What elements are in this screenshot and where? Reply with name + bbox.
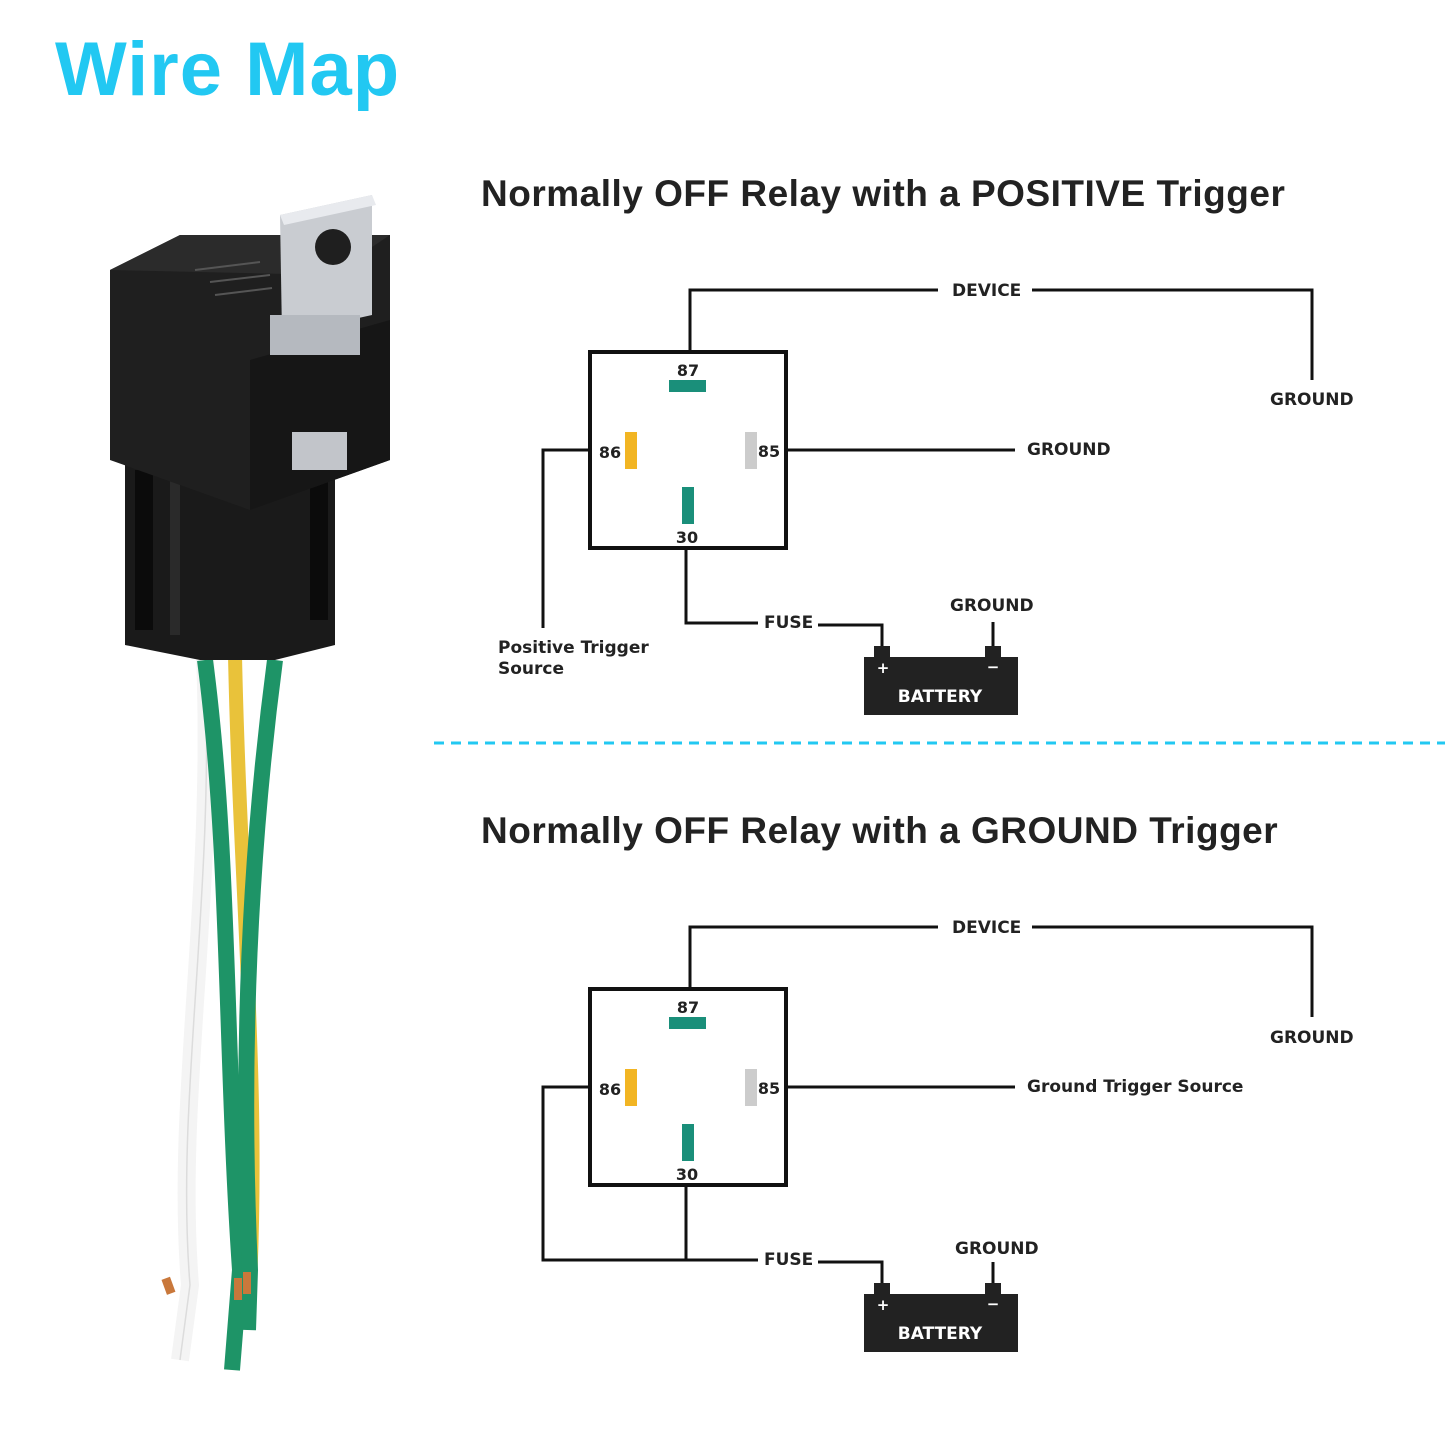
battery-icon xyxy=(864,657,1018,715)
pin-85-icon xyxy=(745,432,757,469)
pin-30-icon xyxy=(682,487,694,524)
battery-label: BATTERY xyxy=(898,1324,983,1344)
pin-87-label: 87 xyxy=(677,998,699,1017)
pin-87-label: 87 xyxy=(677,361,699,380)
pin-87-icon xyxy=(669,1017,706,1029)
battery-label: BATTERY xyxy=(898,687,983,707)
pin-86-icon xyxy=(625,1069,637,1106)
wire-87-to-device xyxy=(688,288,938,352)
pin85-target-label: GROUND xyxy=(1027,440,1111,460)
pin-30-icon xyxy=(682,1124,694,1161)
pin-85-label: 85 xyxy=(758,1079,780,1098)
diagram-heading: Normally OFF Relay with a GROUND Trigger xyxy=(481,810,1278,851)
wire-fuse-to-battery xyxy=(818,1260,884,1285)
pin-86-icon xyxy=(625,432,637,469)
fuse-label: FUSE xyxy=(764,1250,813,1270)
battery-plus-sign: + xyxy=(877,1296,890,1314)
pin-30-label: 30 xyxy=(676,1165,698,1184)
wire-device-to-ground xyxy=(1032,288,1314,380)
page-title: Wire Map xyxy=(55,27,401,112)
battery-plus-terminal xyxy=(874,1283,890,1295)
pin85-target-label: Ground Trigger Source xyxy=(1027,1077,1243,1097)
relay-with-wire-harness-icon xyxy=(110,195,390,1371)
pin-85-label: 85 xyxy=(758,442,780,461)
wire-fuse-to-battery xyxy=(818,623,884,648)
fuse-label: FUSE xyxy=(764,613,813,633)
device-label: DEVICE xyxy=(952,918,1021,938)
diagram-heading: Normally OFF Relay with a POSITIVE Trigg… xyxy=(481,173,1285,214)
wire-86-to-trigger xyxy=(541,448,590,628)
battery-plus-sign: + xyxy=(877,659,890,677)
wire-86-to-30 xyxy=(541,1085,758,1262)
pin-87-icon xyxy=(669,380,706,392)
battery-ground-label: GROUND xyxy=(950,596,1034,616)
pin-30-label: 30 xyxy=(676,528,698,547)
trigger-source-label: Positive Trigger Source xyxy=(498,638,649,679)
pin-85-icon xyxy=(745,1069,757,1106)
pin-86-label: 86 xyxy=(599,1080,621,1099)
wire-30-to-fuse xyxy=(684,550,758,625)
pin-86-label: 86 xyxy=(599,443,621,462)
battery-minus-sign: − xyxy=(987,1295,1000,1313)
device-ground-label: GROUND xyxy=(1270,1028,1354,1048)
positive-trigger-diagram: Normally OFF Relay with a POSITIVE Trigg… xyxy=(481,173,1354,715)
device-ground-label: GROUND xyxy=(1270,390,1354,410)
wire-device-to-ground xyxy=(1032,925,1314,1017)
wire-87-to-device xyxy=(688,925,938,989)
battery-minus-sign: − xyxy=(987,658,1000,676)
battery-minus-terminal xyxy=(985,1283,1001,1295)
battery-minus-terminal xyxy=(985,646,1001,658)
battery-icon xyxy=(864,1294,1018,1352)
battery-ground-label: GROUND xyxy=(955,1239,1039,1259)
device-label: DEVICE xyxy=(952,281,1021,301)
ground-trigger-diagram: Normally OFF Relay with a GROUND Trigger… xyxy=(481,810,1354,1352)
battery-plus-terminal xyxy=(874,646,890,658)
